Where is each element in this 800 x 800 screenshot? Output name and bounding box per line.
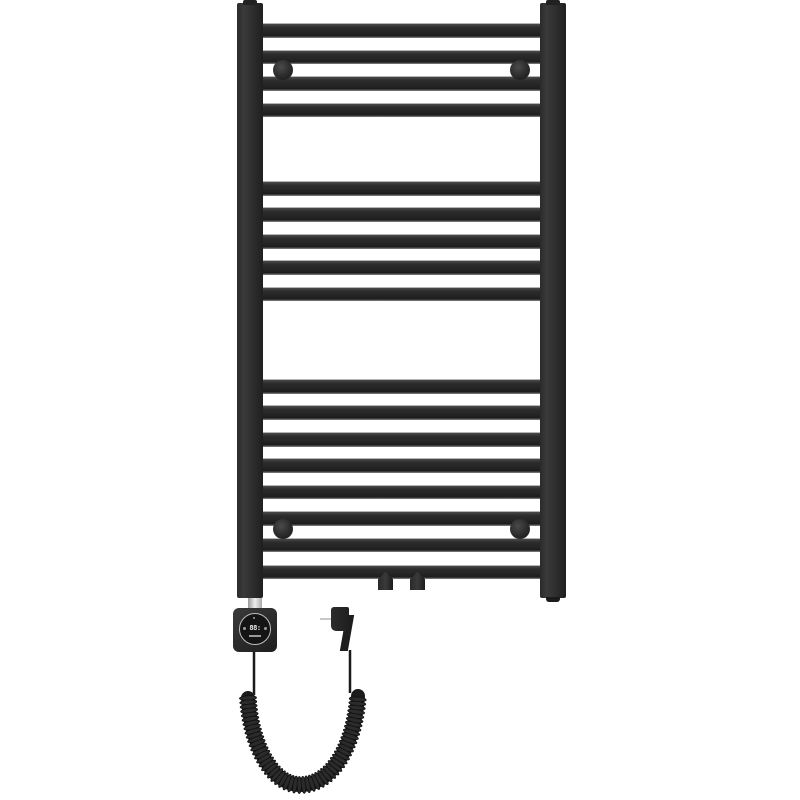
right-column (540, 3, 566, 598)
wall-mount-knob (273, 60, 293, 80)
rail-bar (263, 76, 540, 91)
valve-cap (410, 572, 425, 590)
thermostat-controller[interactable]: 88: (233, 608, 277, 652)
wall-mount-knob (510, 60, 530, 80)
left-column-top-cap (243, 0, 257, 5)
rail-bar (263, 458, 540, 473)
rail-bar (263, 538, 540, 552)
rail-bar (263, 207, 540, 222)
power-indicator-icon (253, 617, 255, 619)
controller-display: 88: (249, 624, 261, 632)
rail-bar (263, 432, 540, 447)
rail-bar (263, 379, 540, 394)
rail-bar (263, 511, 540, 526)
rail-bar (263, 50, 540, 64)
wall-mount-knob (273, 519, 293, 539)
left-column (237, 3, 263, 598)
wall-mount-knob (510, 519, 530, 539)
plus-button[interactable] (264, 627, 267, 630)
minus-button[interactable] (243, 627, 246, 630)
right-column-top-cap (546, 0, 560, 5)
rail-bar (263, 181, 540, 196)
rail-bar (263, 485, 540, 499)
rail-bar (263, 103, 540, 117)
element-adapter (248, 598, 262, 608)
plug-pin (320, 618, 332, 620)
rail-bar (263, 287, 540, 301)
rail-bar (263, 23, 540, 38)
right-column-bottom-cap (546, 597, 560, 602)
controller-dial[interactable]: 88: (239, 613, 271, 645)
rail-bar (263, 405, 540, 420)
rail-bar (263, 234, 540, 249)
rail-bar (263, 565, 540, 579)
valve-cap (378, 572, 393, 590)
brand-label (249, 635, 261, 637)
rail-bar (263, 260, 540, 275)
power-plug (331, 607, 349, 631)
